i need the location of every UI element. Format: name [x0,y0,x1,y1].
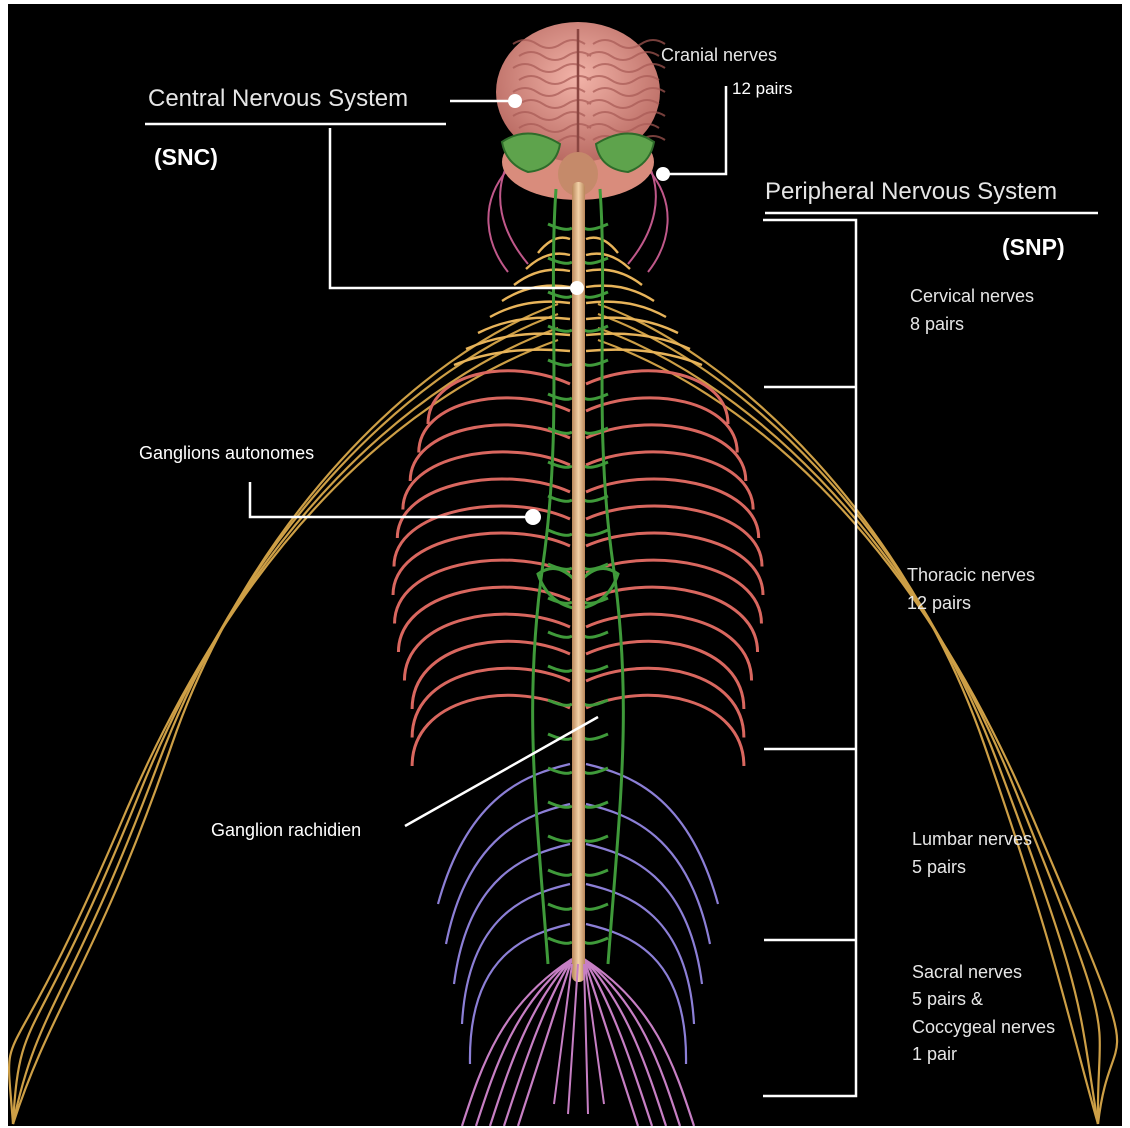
ramus [548,768,572,773]
cervical-nerve [586,270,642,285]
coccygeal-nerves-label: Coccygeal nerves [912,1018,1055,1036]
lumbar-nerve [586,804,710,944]
ramus [548,292,572,297]
cranial-nerves-label: Cranial nerves [661,46,777,64]
arm-nerve [598,328,1100,1124]
lumbar-nerves-label: Lumbar nerves [912,830,1032,848]
coccygeal-nerves-pairs: 1 pair [912,1045,957,1063]
thoracic-nerves-label: Thoracic nerves [907,566,1035,584]
autonomic-ganglia-label: Ganglions autonomes [139,444,314,462]
arm-nerve [598,340,1117,1124]
arm-nerve [598,314,1098,1124]
lumbar-nerves-pairs: 5 pairs [912,858,966,876]
spinal-ganglion-label: Ganglion rachidien [211,821,361,839]
ramus [548,938,572,943]
ramus [548,496,572,501]
spinal-cord [572,182,585,982]
ramus [548,224,572,229]
cervical-nerves-pairs: 8 pairs [910,315,964,333]
ramus [584,666,608,671]
ramus [548,666,572,671]
thoracic-nerve [412,668,570,737]
nervous-system-diagram: Central Nervous System (SNC) Cranial ner… [8,4,1122,1126]
thoracic-nerve [586,668,744,737]
ramus [584,734,608,739]
cranial-nerve [648,169,668,272]
ramus [584,904,608,909]
cervical-nerve [526,254,570,269]
ramus [584,530,608,535]
brain [496,22,665,200]
pns-abbreviation: (SNP) [1002,236,1065,259]
sacral-nerve [490,959,572,1126]
thoracic-nerve [586,695,744,766]
sacral-nerves [462,959,694,1126]
lumbar-nerve [586,844,702,984]
sacral-nerve [584,959,694,1126]
ramus [548,904,572,909]
cervical-nerve [586,254,630,269]
ramus [584,292,608,297]
lumbar-nerve [446,804,570,944]
pns-label: Peripheral Nervous System [765,180,1057,204]
ramus [584,870,608,875]
cervical-nerve [514,270,570,285]
cauda-equina [554,964,604,1114]
cranial-nerve [488,169,508,272]
ramus [548,394,572,399]
ramus [584,836,608,841]
thoracic-nerves-pairs: 12 pairs [907,594,971,612]
ramus [584,394,608,399]
cervical-nerve [586,286,654,301]
thoracic-nerve [397,479,570,538]
ramus [548,870,572,875]
ramus [548,836,572,841]
cns-abbreviation: (SNC) [154,146,218,169]
ramus [548,530,572,535]
sacral-nerve [462,959,572,1126]
ramus [548,360,572,365]
ramus [548,258,572,263]
ramus [584,632,608,637]
thoracic-nerve [586,479,759,538]
lumbar-nerve [454,844,570,984]
ramus [584,768,608,773]
thoracic-nerve [412,695,570,766]
sacral-nerves-pairs: 5 pairs & [912,990,983,1008]
sacral-nerves-label: Sacral nerves [912,963,1022,981]
ramus [584,360,608,365]
cns-label: Central Nervous System [148,87,408,111]
ramus [584,496,608,501]
ramus [584,224,608,229]
cranial-nerves-pairs: 12 pairs [732,80,792,97]
ramus [548,632,572,637]
cervical-nerves-label: Cervical nerves [910,287,1034,305]
ramus [584,938,608,943]
ramus [584,258,608,263]
